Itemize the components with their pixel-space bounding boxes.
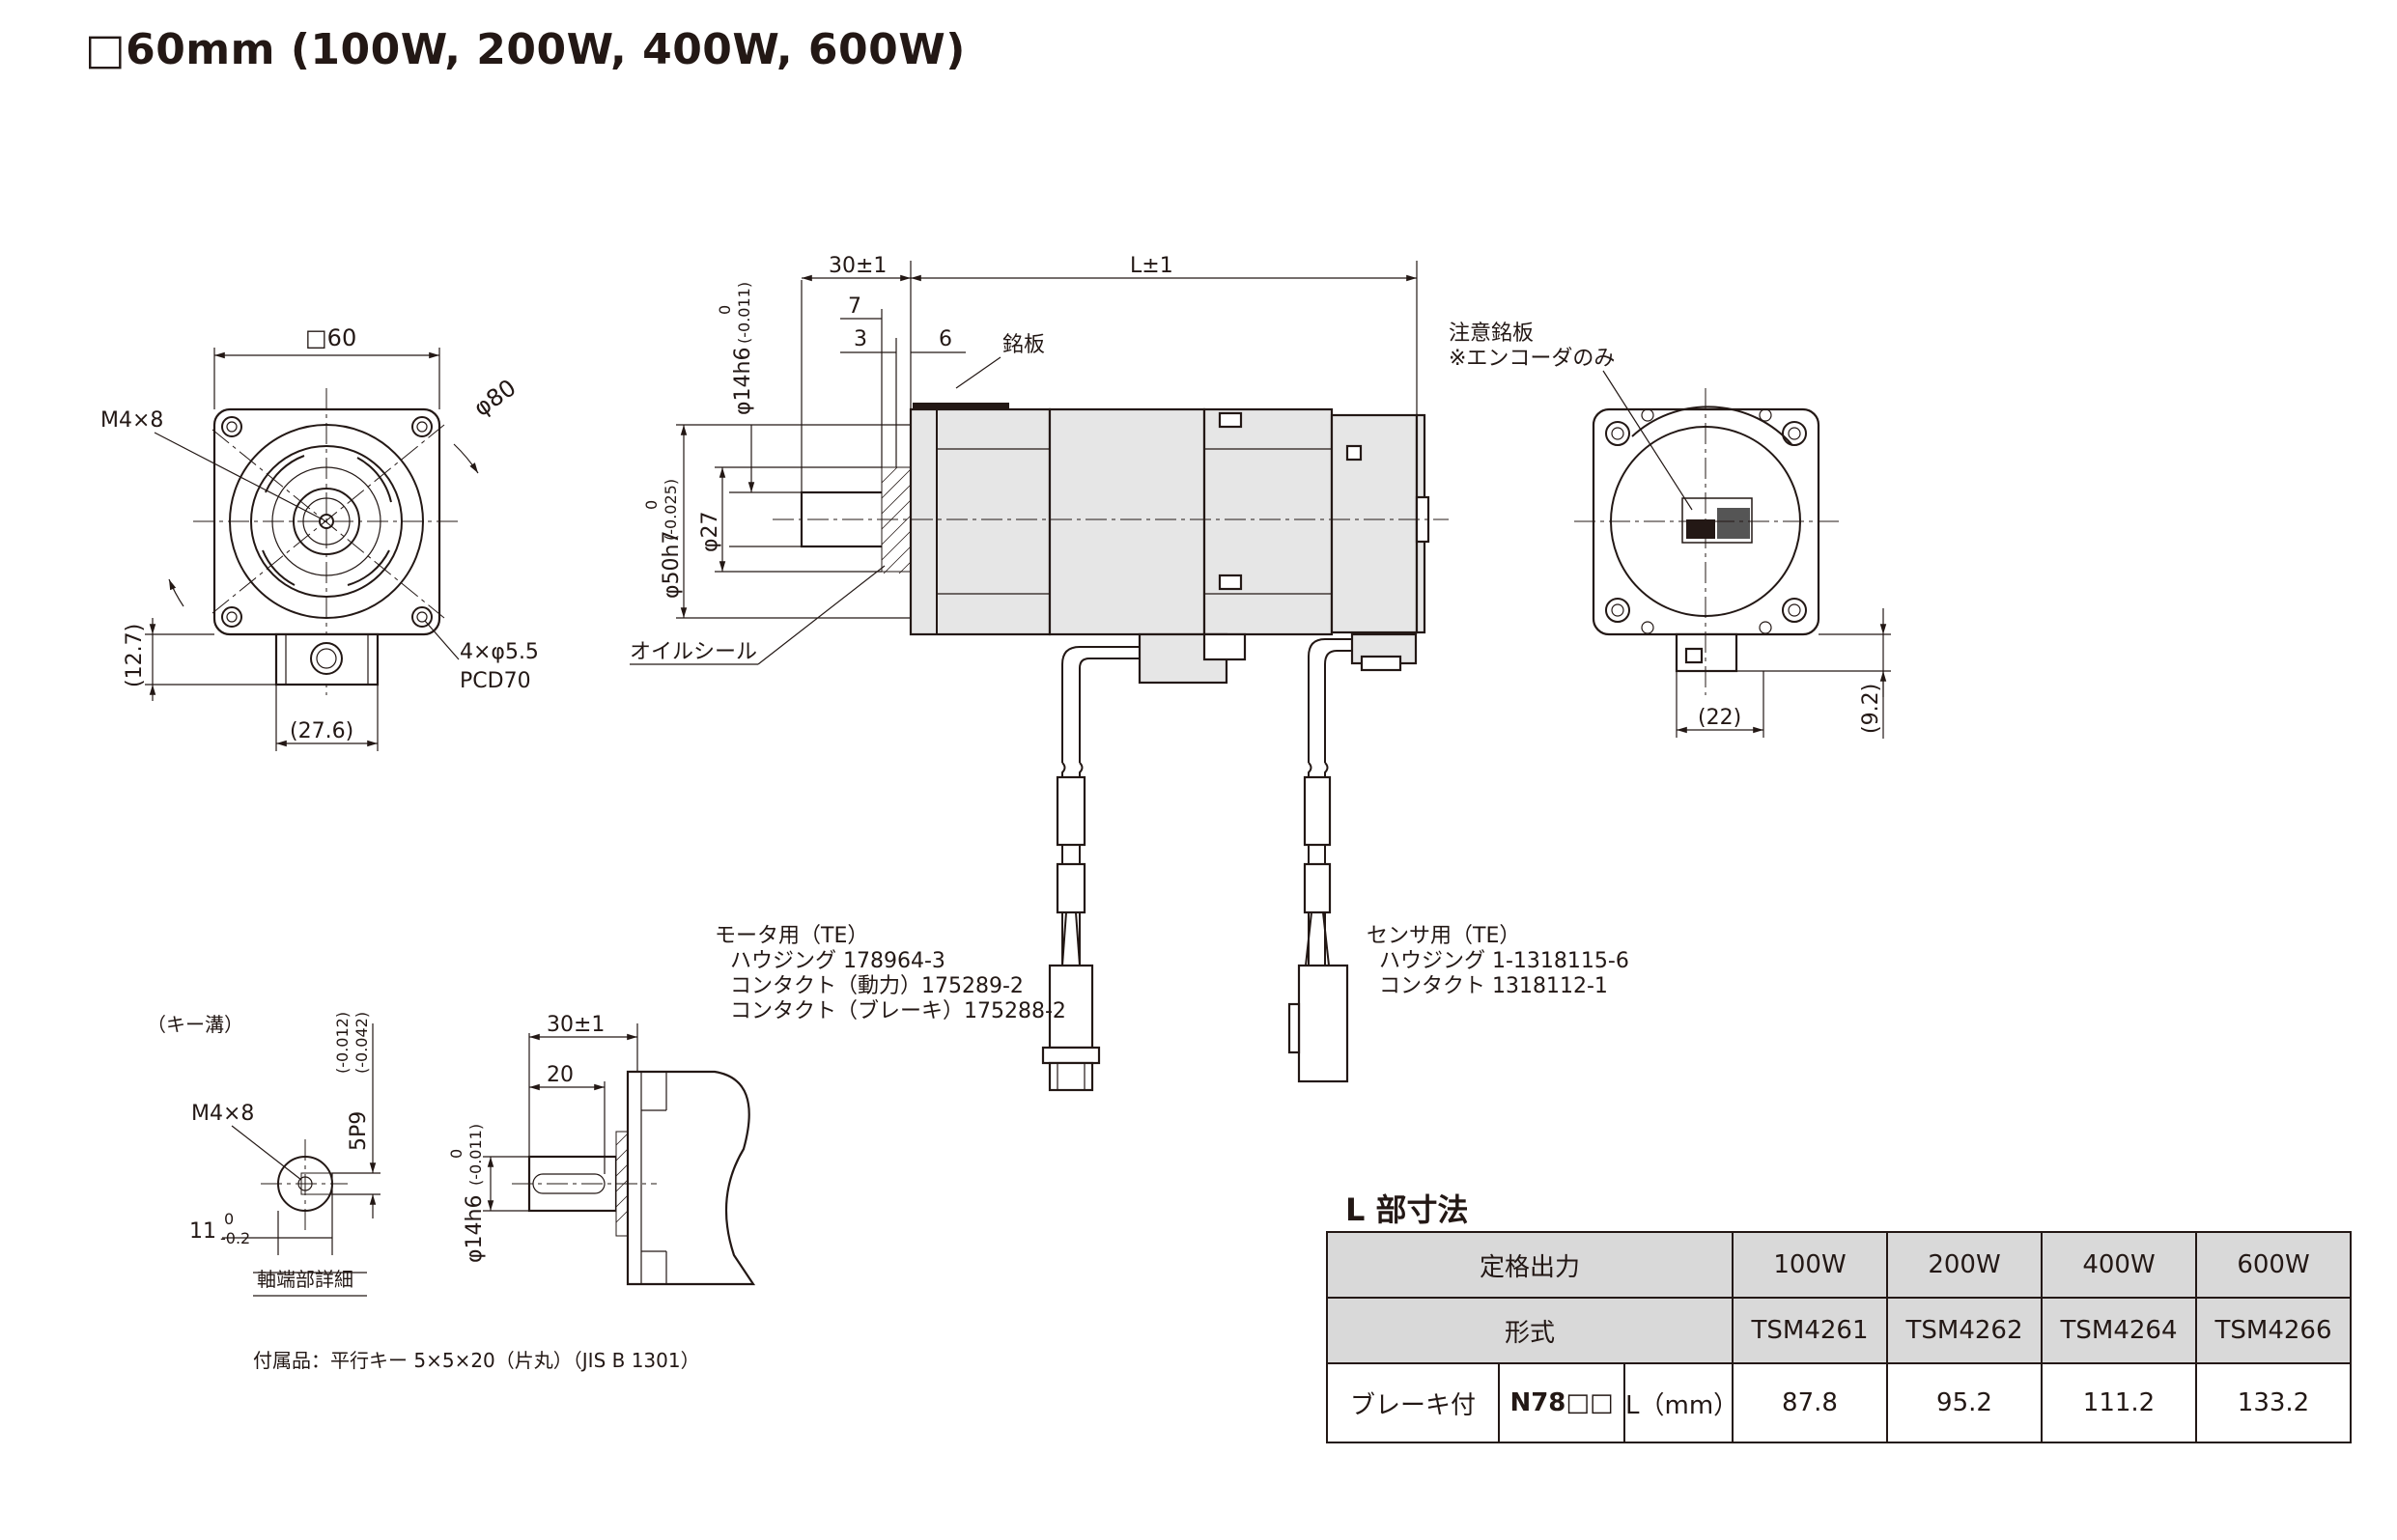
model-code: N78□□ — [1498, 1362, 1625, 1443]
sensor-connector-title: センサ用（TE） — [1367, 924, 1520, 948]
side-spigot-tol-top: 0 — [642, 500, 661, 510]
front-connector-width-label: (27.6) — [290, 719, 353, 743]
l-value-100w: 87.8 — [1732, 1362, 1888, 1443]
side-shaft-length-label: 30±1 — [829, 254, 887, 278]
side-dia27-label: φ27 — [698, 511, 722, 552]
side-dim7-label: 7 — [848, 294, 861, 319]
front-pcd-label: PCD70 — [460, 669, 531, 693]
side-spigot-label: φ50h7 — [660, 531, 684, 599]
model-tsm4266: TSM4266 — [2195, 1297, 2352, 1364]
front-diameter-label: φ80 — [468, 374, 521, 422]
detail-shaft-dia-label: φ14h6 — [463, 1195, 487, 1263]
l-dimension-table: 定格出力 100W 200W 400W 600W 形式 TSM4261 TSM4… — [1326, 1231, 2352, 1443]
depth-tol-bottom: -0.2 — [220, 1229, 250, 1247]
motor-connector-title: モータ用（TE） — [715, 924, 868, 948]
l-unit-label: L（mm） — [1623, 1362, 1738, 1443]
output-600w: 600W — [2195, 1231, 2352, 1299]
l-value-600w: 133.2 — [2195, 1362, 2352, 1443]
output-100w: 100W — [1732, 1231, 1888, 1299]
detail-shaft-tol-top: 0 — [447, 1149, 465, 1159]
side-dim6-label: 6 — [939, 327, 952, 351]
side-nameplate-label: 銘板 — [1002, 333, 1045, 357]
model-tsm4261: TSM4261 — [1732, 1297, 1888, 1364]
side-view: 30±1 L±1 7 3 6 銘板 φ14h6 0 (-0.011) φ27 φ… — [630, 254, 1449, 1092]
side-body-length-label: L±1 — [1130, 254, 1173, 278]
motor-contact-power-label: コンタクト（動力）175289-2 — [730, 974, 1024, 998]
detail-key-length-label: 20 — [547, 1063, 574, 1087]
rear-encoder-note: ※エンコーダのみ — [1449, 347, 1615, 371]
connector-labels: モータ用（TE） ハウジング 178964-3 コンタクト（動力）175289-… — [715, 924, 1629, 1023]
sensor-contact-label: コンタクト 1318112-1 — [1379, 974, 1608, 998]
front-width-label: □60 — [305, 324, 356, 351]
motor-contact-brake-label: コンタクト（ブレーキ）175288-2 — [730, 999, 1066, 1023]
type-header: 形式 — [1326, 1297, 1734, 1364]
side-oil-seal-label: オイルシール — [630, 640, 757, 664]
rear-view: 注意銘板 ※エンコーダのみ (22) (9.2) — [1449, 322, 1891, 739]
key-width-tol-bottom: (-0.042) — [352, 1012, 371, 1074]
motor-housing-label: ハウジング 178964-3 — [730, 949, 945, 973]
side-spigot-tol-bottom: (-0.025) — [662, 479, 680, 541]
output-200w: 200W — [1886, 1231, 2043, 1299]
side-dim3-label: 3 — [854, 327, 867, 351]
front-tap-label: M4×8 — [100, 408, 163, 433]
rear-height-label: (9.2) — [1859, 684, 1883, 734]
model-tsm4262: TSM4262 — [1886, 1297, 2043, 1364]
detail-shaft-tol-bottom: (-0.011) — [466, 1124, 485, 1186]
side-shaft-tol-bottom: (-0.011) — [735, 282, 753, 344]
brake-label: ブレーキ付 — [1326, 1362, 1500, 1443]
front-view: □60 M4×8 φ80 4×φ5.5 PCD70 (12.7) (27.6) — [100, 324, 539, 751]
l-table-title: L 部寸法 — [1345, 1191, 1469, 1228]
key-width-label: 5P9 — [347, 1111, 371, 1151]
side-shaft-tol-top: 0 — [716, 305, 734, 315]
front-height-label: (12.7) — [123, 624, 147, 687]
rear-width-label: (22) — [1698, 706, 1741, 730]
detail-caption: 軸端部詳細 — [257, 1268, 353, 1291]
detail-tap-label: M4×8 — [191, 1102, 254, 1126]
front-holes-label: 4×φ5.5 — [460, 640, 539, 664]
output-400w: 400W — [2041, 1231, 2197, 1299]
rear-caution-label: 注意銘板 — [1449, 322, 1534, 346]
detail-length-label: 30±1 — [547, 1013, 605, 1037]
accessory-note: 付属品：平行キー 5×5×20（片丸）（JIS B 1301） — [253, 1349, 700, 1372]
keyway-label: （キー溝） — [147, 1013, 243, 1036]
l-value-200w: 95.2 — [1886, 1362, 2043, 1443]
depth-tol-top: 0 — [224, 1210, 234, 1228]
page-title: □60mm (100W, 200W, 400W, 600W) — [85, 25, 966, 74]
l-value-400w: 111.2 — [2041, 1362, 2197, 1443]
sensor-housing-label: ハウジング 1-1318115-6 — [1379, 949, 1629, 973]
model-tsm4264: TSM4264 — [2041, 1297, 2197, 1364]
key-width-tol-top: (-0.012) — [333, 1012, 352, 1074]
rated-output-header: 定格出力 — [1326, 1231, 1734, 1299]
depth-label: 11 — [189, 1219, 216, 1244]
side-shaft-dia-label: φ14h6 — [731, 348, 755, 415]
shaft-end-detail: （キー溝） M4×8 5P9 (-0.012) (-0.042) 11 0 -0… — [147, 1012, 756, 1372]
